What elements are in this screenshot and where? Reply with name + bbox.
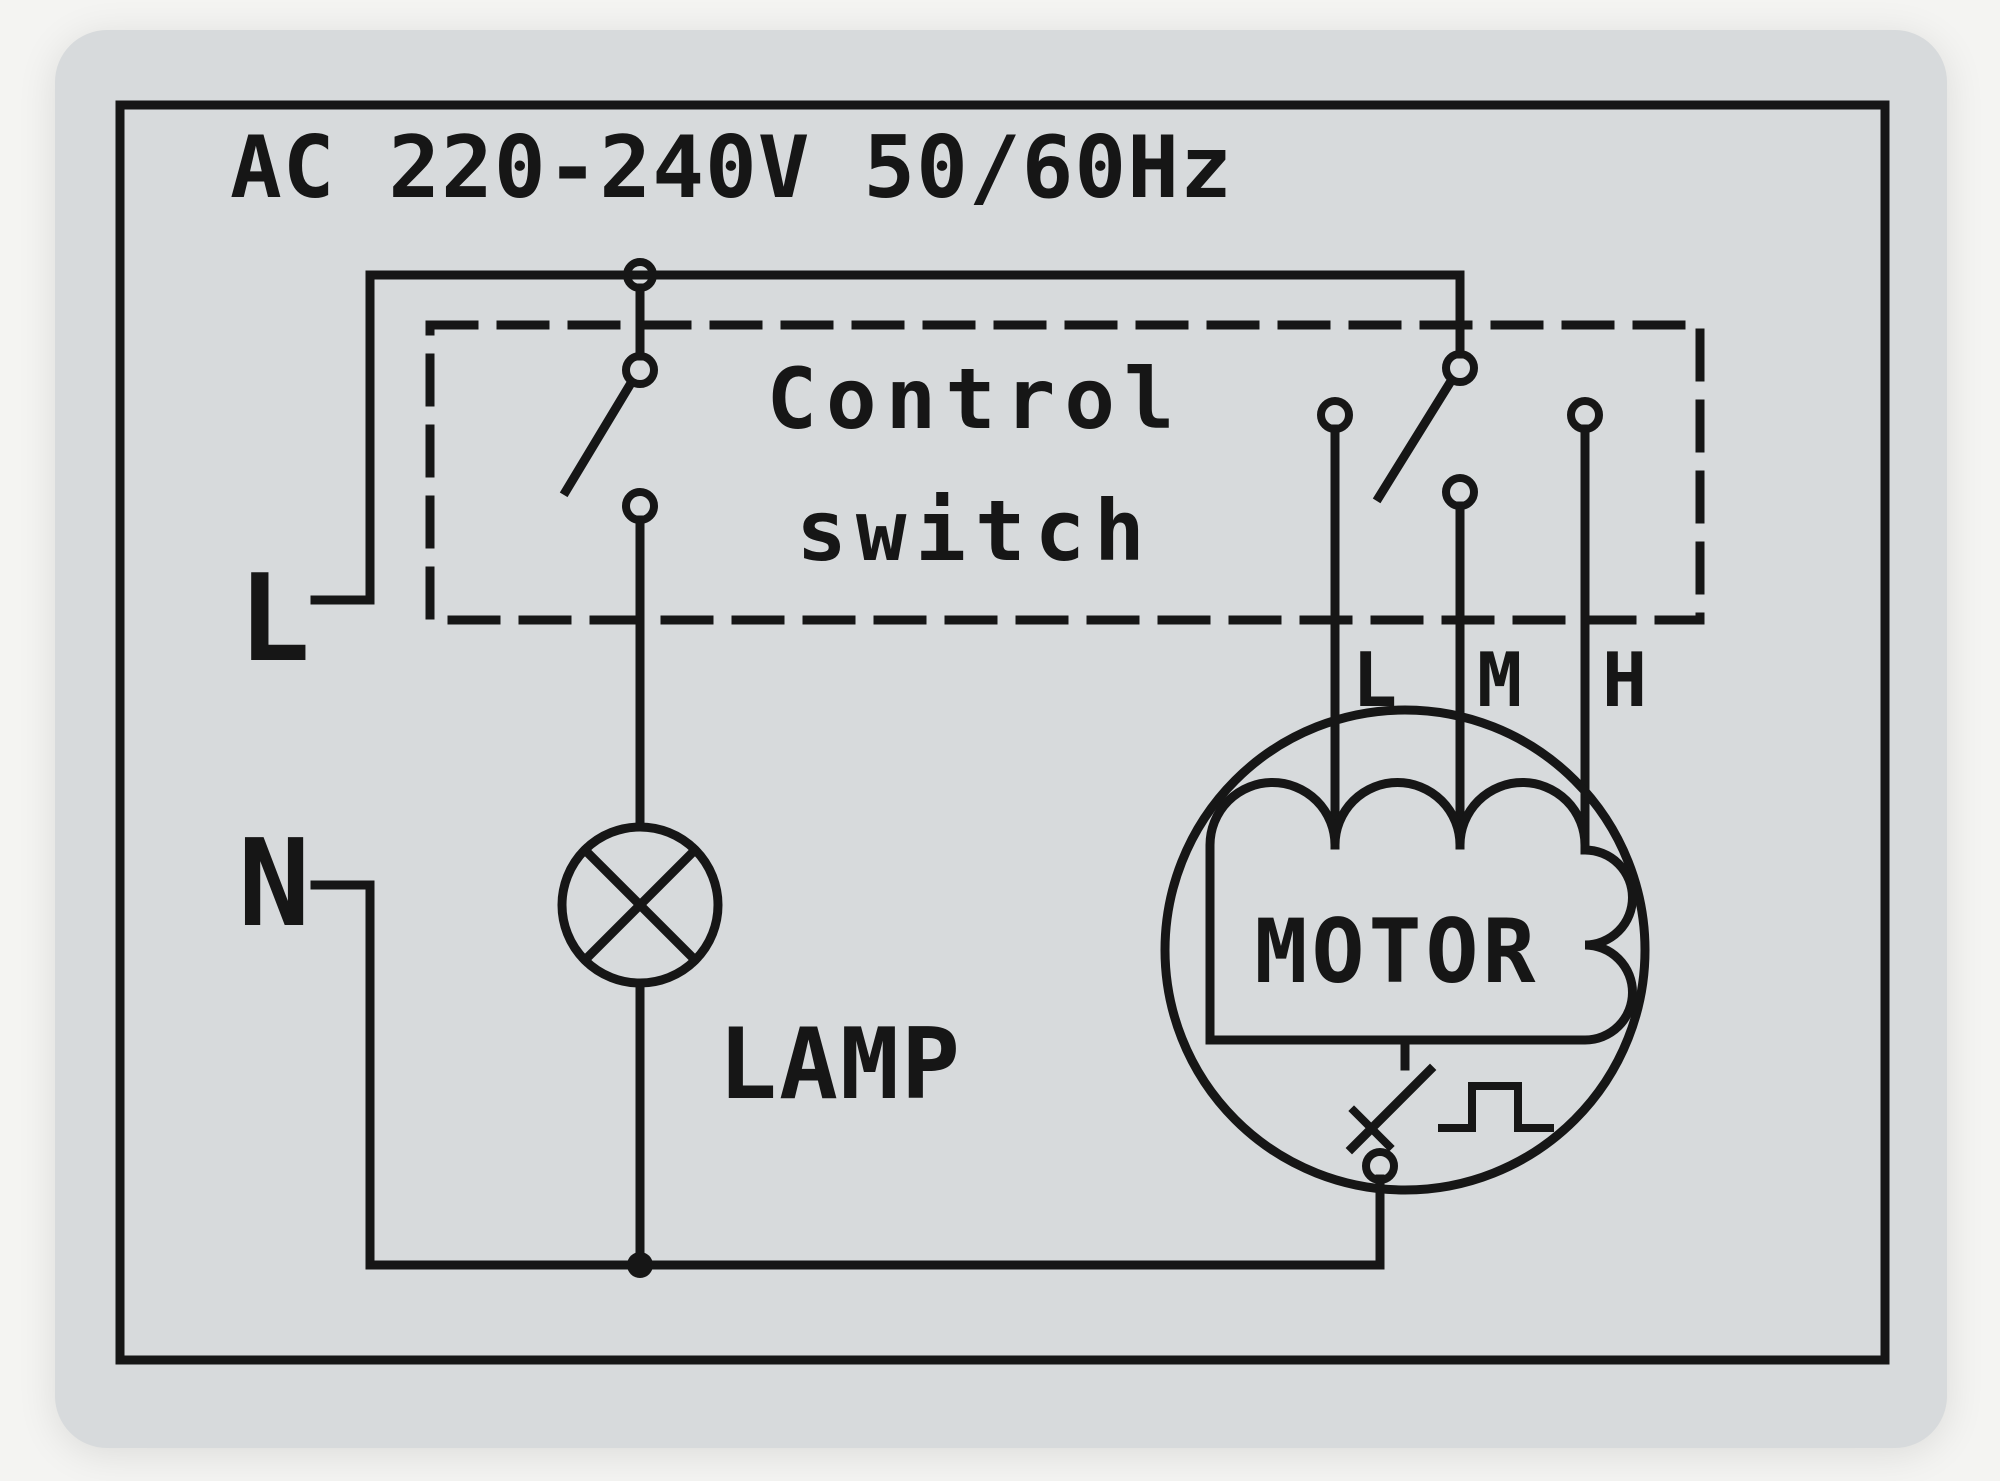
diagram-border: [115, 100, 1890, 1365]
power-rating-text: AC 220-240V 50/60Hz: [230, 118, 1233, 218]
control-switch-label-line2: switch: [796, 482, 1153, 580]
lamp-switch-symbol: [559, 258, 658, 524]
thermal-terminal: [1362, 1148, 1398, 1184]
thermal-tick: [1348, 1105, 1395, 1152]
pulse-waveform-icon: [1438, 1082, 1554, 1132]
switch-terminal: [622, 352, 658, 388]
terminal-live-label: L: [238, 550, 310, 689]
speed-label-medium: M: [1477, 636, 1522, 724]
selector-pivot-terminal: [1442, 350, 1478, 386]
speed-selector-switch-symbol: [1317, 350, 1603, 510]
control-switch-label-line1: Control: [766, 350, 1183, 448]
junction-dot: [627, 1252, 653, 1278]
control-switch-box: [425, 320, 1705, 625]
motor-label: MOTOR: [1255, 900, 1540, 1003]
thermal-blade: [1345, 1063, 1437, 1155]
selector-blade: [1372, 374, 1458, 504]
motor-symbol: MOTOR: [1160, 705, 1650, 1195]
motor-winding: [1205, 778, 1637, 1045]
switch-blade: [559, 376, 638, 498]
motor-circle: [1160, 705, 1650, 1195]
lamp-label: LAMP: [718, 1008, 962, 1122]
thermal-protector-symbol: [1345, 1035, 1554, 1184]
neutral-wire-path: [310, 880, 1385, 1270]
live-wire-path: [310, 270, 1465, 605]
terminal-neutral-label: N: [238, 815, 310, 954]
lamp-cross-line: [578, 843, 702, 967]
lamp-symbol: [557, 822, 723, 988]
speed-label-high: H: [1602, 636, 1647, 724]
